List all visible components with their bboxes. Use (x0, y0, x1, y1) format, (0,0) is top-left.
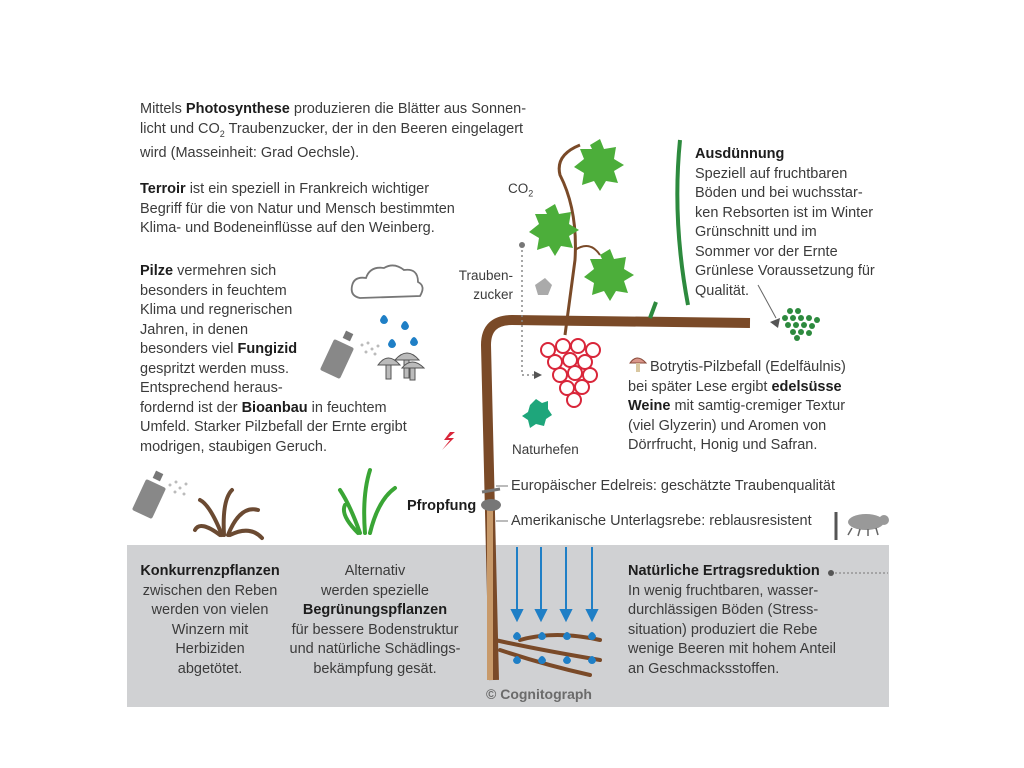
alternativ-text: Alternativ werden spezielle Begrünungspf… (289, 563, 461, 677)
herbicide-mist (168, 480, 188, 496)
spray-can-icon (320, 330, 354, 379)
vine-shoot (557, 143, 581, 336)
co2-label: CO2 (508, 181, 534, 199)
unterlagsrebe-label: Amerikanische Unterlagsrebe: reblausresi… (511, 513, 812, 529)
ausduennung-text: Ausdünnung Speziell auf fruchtbaren Böde… (695, 146, 875, 299)
vine-leaves (529, 139, 634, 301)
copyright-credit: © Cognitograph (486, 686, 592, 702)
green-berries (782, 308, 820, 341)
botrytis-text: Botrytis-Pilzbefall (Edelfäulnis) bei sp… (628, 359, 846, 453)
roots (493, 633, 602, 677)
sugar-crystal-icon (535, 278, 552, 295)
traubenzucker-label: Trauben- zucker (458, 268, 513, 302)
mushrooms-icon (377, 352, 426, 381)
edelreis-label: Europäischer Edelreis: geschätzte Traube… (511, 478, 836, 494)
botrytis-mushroom-icon (629, 357, 648, 372)
naturhefen-label: Naturhefen (512, 442, 579, 457)
phylloxera-bug-icon (834, 512, 889, 540)
lightning-icon (442, 432, 455, 450)
pilze-text: Pilze vermehren sich besonders in feucht… (140, 263, 407, 455)
cloud-icon (350, 264, 424, 299)
vine-trunk (481, 315, 751, 681)
dead-plant-icon (193, 488, 264, 540)
grass-icon (338, 468, 397, 535)
photosynthesis-text: Mittels Photosynthese produzieren die Bl… (140, 101, 527, 161)
water-arrows (510, 547, 599, 623)
soil-area (127, 545, 889, 707)
hedge-line (675, 139, 690, 306)
graft-union (481, 499, 501, 511)
rain-drops (380, 315, 418, 348)
sugar-flow-arrow (519, 242, 542, 379)
yeast-icon (522, 399, 552, 428)
herbicide-can-icon (132, 470, 166, 519)
ertragsreduktion-text: Natürliche Ertragsreduktion In wenig fru… (628, 563, 836, 677)
pfropfung-label: Pfropfung (407, 498, 477, 514)
grape-cluster (540, 338, 601, 408)
terroir-text: Terroir ist ein speziell in Frankreich w… (140, 181, 455, 236)
water-drops (513, 632, 596, 664)
spray-mist (360, 341, 380, 356)
konkurrenz-text: Konkurrenzpflanzen zwischen den Reben we… (140, 563, 280, 677)
